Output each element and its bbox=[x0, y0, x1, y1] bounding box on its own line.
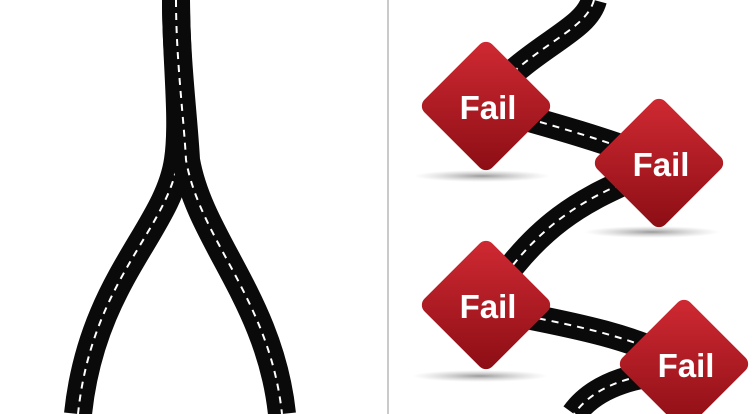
sign-shadow bbox=[414, 170, 550, 182]
fail-label: Fail bbox=[460, 89, 517, 126]
fail-label: Fail bbox=[460, 288, 517, 325]
sign-shadow bbox=[584, 226, 720, 238]
fail-label: Fail bbox=[658, 347, 715, 384]
sign-shadow bbox=[412, 370, 548, 382]
fail-label: Fail bbox=[633, 146, 690, 183]
